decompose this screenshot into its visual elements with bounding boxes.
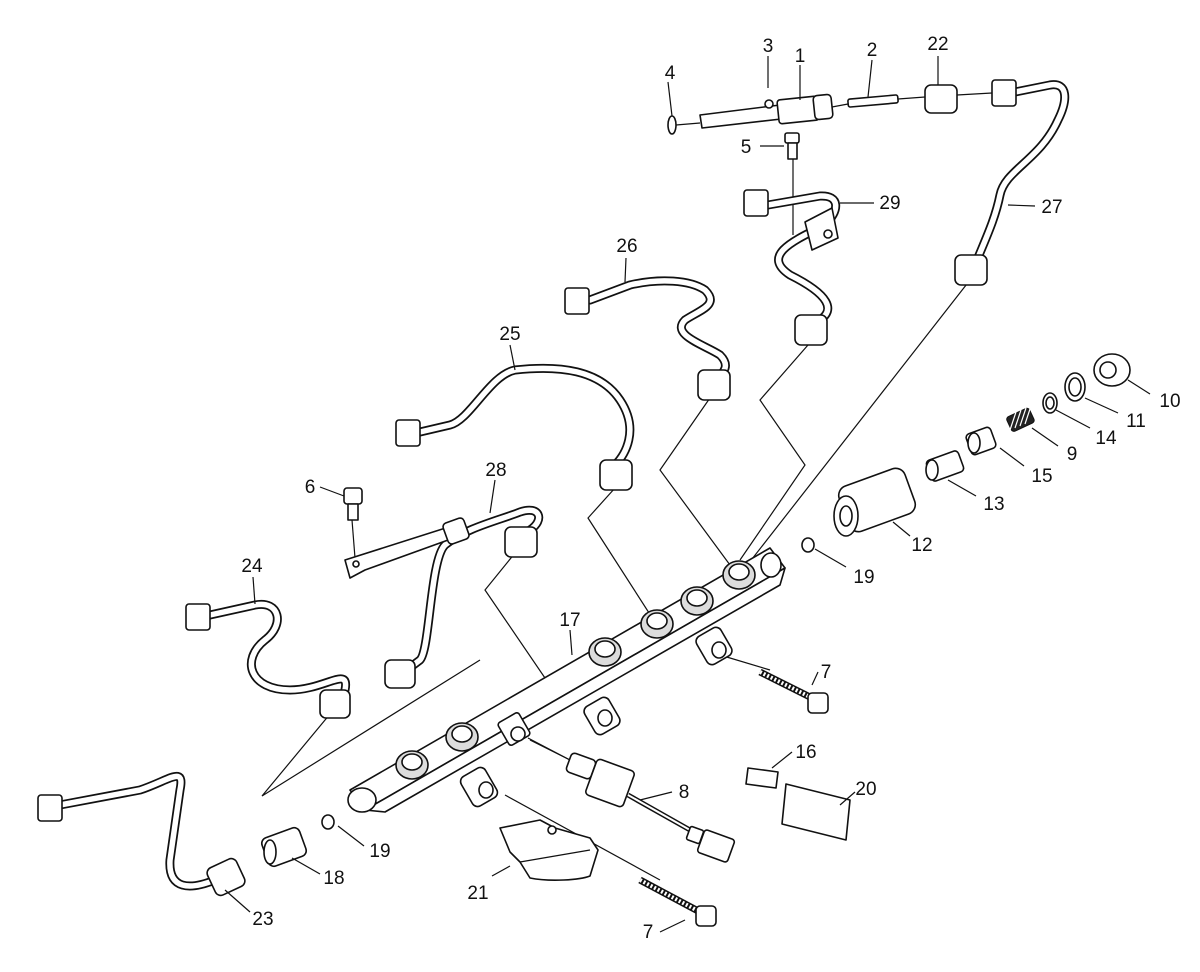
o-ring-4 <box>667 115 677 135</box>
label-20 <box>781 783 851 841</box>
fuel-rail <box>347 547 786 813</box>
rod-2 <box>847 94 899 108</box>
rail-outlet <box>722 560 756 590</box>
callout-19-right: 19 <box>853 567 874 588</box>
cap-nut-10 <box>1093 353 1131 387</box>
callout-18: 18 <box>323 868 344 889</box>
pipe-nut <box>395 419 421 447</box>
pipe-nut <box>37 794 63 822</box>
bolt-5-shank <box>787 142 798 160</box>
bolt-6 <box>343 487 363 521</box>
callout-10: 10 <box>1159 391 1180 412</box>
callout-8: 8 <box>679 782 690 803</box>
callout-labels: 1 2 3 4 5 6 7 7 8 9 10 11 12 13 14 15 16… <box>241 34 1180 943</box>
washer-11 <box>1064 372 1086 402</box>
pipe-nut <box>564 287 590 315</box>
pipe-nut <box>599 459 633 491</box>
pipe-clamp <box>804 207 839 251</box>
union-nut-22 <box>924 84 958 114</box>
callout-6: 6 <box>305 477 316 498</box>
callout-17: 17 <box>559 610 580 631</box>
valve-body-tip <box>699 104 791 129</box>
pipe-nut <box>794 314 828 346</box>
callout-28: 28 <box>485 460 506 481</box>
bolt-7-lower <box>638 876 717 927</box>
fuel-pipe-27 <box>954 79 1070 286</box>
label-16 <box>745 767 779 789</box>
pipe-nut <box>319 689 351 719</box>
pipe-nut <box>991 79 1017 107</box>
pipe-nut <box>504 526 538 558</box>
o-ring-19-right <box>801 537 815 553</box>
callout-19-left: 19 <box>369 841 390 862</box>
fuel-pipe-28 <box>344 505 544 689</box>
sleeve-13 <box>925 450 965 482</box>
callout-3: 3 <box>763 36 774 57</box>
rail-outlet <box>680 586 714 616</box>
rail-outlet <box>445 722 479 752</box>
callout-12: 12 <box>911 535 932 556</box>
callout-leaders <box>224 56 1151 933</box>
callout-25: 25 <box>499 324 520 345</box>
pipe-clamp-bracket <box>344 524 463 579</box>
callout-7-lower: 7 <box>643 922 654 943</box>
callout-23: 23 <box>252 909 273 930</box>
rail-mount-boss <box>695 626 733 666</box>
pipe-nut <box>185 603 211 631</box>
rail-outlet <box>640 609 674 639</box>
pipe-nut <box>743 189 769 217</box>
callout-1: 1 <box>795 46 806 67</box>
callout-16: 16 <box>795 742 816 763</box>
ring-14 <box>1042 392 1058 414</box>
spring-9 <box>1006 405 1035 432</box>
fuel-pipe-23 <box>37 771 246 897</box>
regulator-body-12 <box>833 467 917 537</box>
pipe-nut <box>206 857 246 897</box>
callout-9: 9 <box>1067 444 1078 465</box>
sleeve-15 <box>965 426 997 456</box>
callout-4: 4 <box>665 63 676 84</box>
fuel-pipe-29 <box>743 189 841 346</box>
rail-outlet <box>395 750 429 780</box>
pin-3 <box>764 99 774 109</box>
callout-14: 14 <box>1095 428 1117 449</box>
callout-22: 22 <box>927 34 948 55</box>
pipe-nut <box>697 369 731 401</box>
fuel-pipe-24 <box>185 599 351 719</box>
callout-27: 27 <box>1041 197 1062 218</box>
fuel-pipe-26 <box>564 276 731 401</box>
fuel-pipe-25 <box>395 363 635 491</box>
pipe-nut <box>384 659 416 689</box>
pipe-nut <box>954 254 988 286</box>
rail-mount-boss <box>583 696 621 736</box>
rail-mount-boss <box>459 766 499 808</box>
callout-5: 5 <box>741 137 752 158</box>
plug-18 <box>260 826 308 868</box>
o-ring-19-left <box>321 814 335 830</box>
pressure-limiting-valve-assembly <box>667 84 993 160</box>
bracket-21 <box>499 819 599 881</box>
callout-11: 11 <box>1126 411 1146 432</box>
callout-13: 13 <box>983 494 1004 515</box>
bolt-5-head <box>784 132 800 144</box>
rail-pressure-sensor-8 <box>527 737 736 863</box>
callout-20: 20 <box>855 779 876 800</box>
callout-21: 21 <box>467 883 488 904</box>
callout-7-upper: 7 <box>821 662 832 683</box>
callout-26: 26 <box>616 236 637 257</box>
callout-29: 29 <box>879 193 900 214</box>
callout-15: 15 <box>1031 466 1052 487</box>
callout-24: 24 <box>241 556 263 577</box>
callout-2: 2 <box>867 40 878 61</box>
bolt-7-upper <box>758 668 829 714</box>
rail-outlet <box>588 637 622 667</box>
pressure-regulator-parts <box>833 353 1131 537</box>
